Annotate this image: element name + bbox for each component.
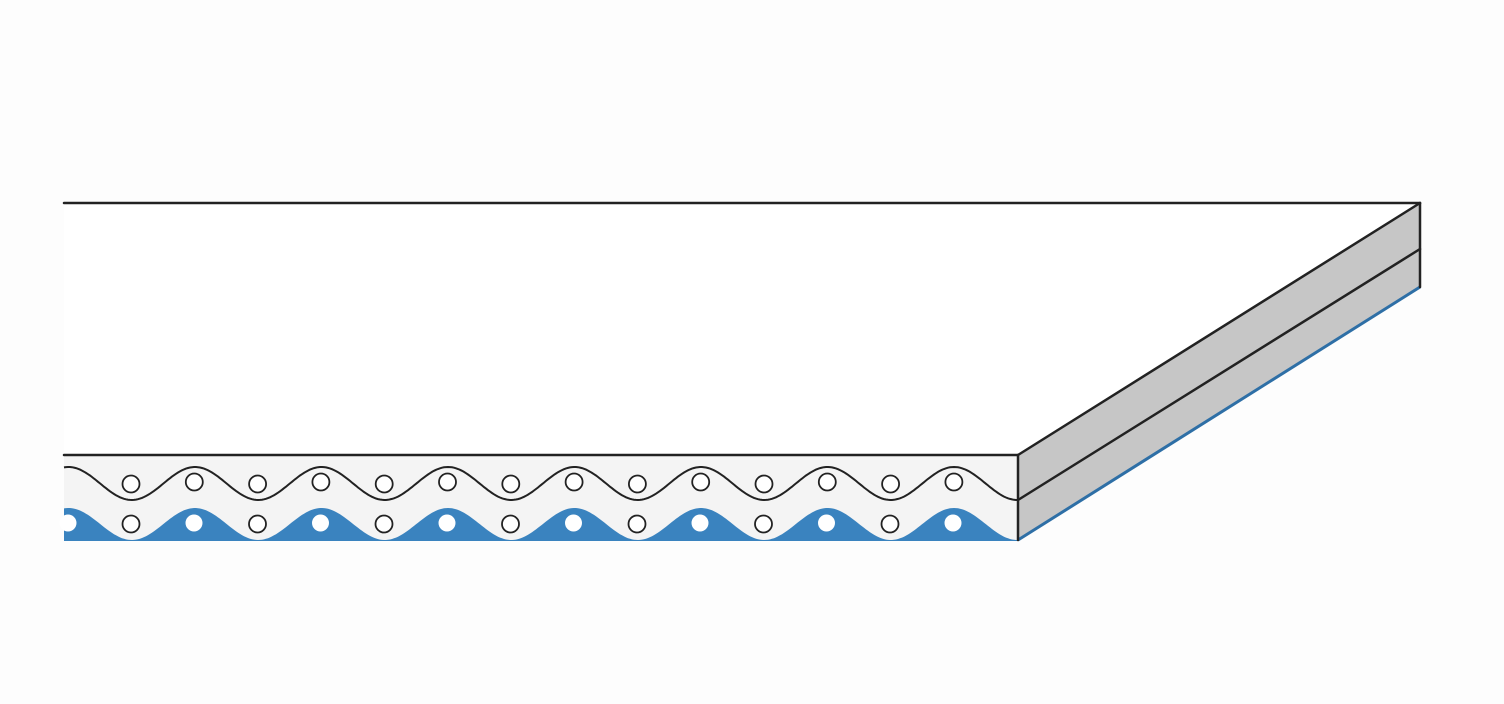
fiber-circle	[374, 514, 394, 534]
fiber-circle	[374, 474, 394, 494]
blue-layer-dot	[438, 514, 456, 532]
fiber-circle	[754, 514, 773, 534]
fiber-circle	[248, 474, 268, 494]
blue-layer-dot	[312, 514, 329, 532]
blue-layer-dots	[59, 514, 962, 532]
fiber-circle	[248, 514, 267, 534]
side-face	[1018, 203, 1420, 540]
top-face	[64, 203, 1420, 455]
side-blue-edge	[1017, 285, 1421, 542]
fiber-circle	[628, 474, 647, 494]
fiber-circle	[691, 472, 711, 492]
fiber-circle	[881, 474, 900, 494]
fiber-circle	[121, 474, 141, 494]
fiber-circle	[627, 514, 647, 534]
fiber-circle	[184, 472, 204, 492]
blue-layer-dot	[944, 514, 962, 532]
fiber-circles	[121, 472, 964, 534]
blue-layer-dot	[818, 514, 835, 532]
fiber-circle	[564, 472, 584, 492]
fiber-circle	[438, 472, 457, 492]
fiber-circle	[501, 514, 520, 534]
blue-layer-dot	[59, 514, 77, 532]
fiber-circle	[501, 474, 521, 494]
upper-fiber-wave	[63, 465, 1018, 502]
blue-layer-dot	[565, 514, 582, 532]
blue-coating-layer	[64, 508, 1018, 541]
blue-layer-dot	[185, 514, 203, 532]
fiber-circle	[121, 514, 141, 534]
fiber-circle	[944, 472, 964, 492]
blue-layer-dot	[691, 514, 709, 532]
fiber-circle	[817, 472, 837, 492]
fiber-circle	[754, 474, 774, 494]
side-layer-divider	[1016, 247, 1422, 502]
fiber-circle	[311, 472, 331, 492]
top-diagonal-edge	[1016, 201, 1422, 457]
fiber-circle	[880, 514, 900, 534]
